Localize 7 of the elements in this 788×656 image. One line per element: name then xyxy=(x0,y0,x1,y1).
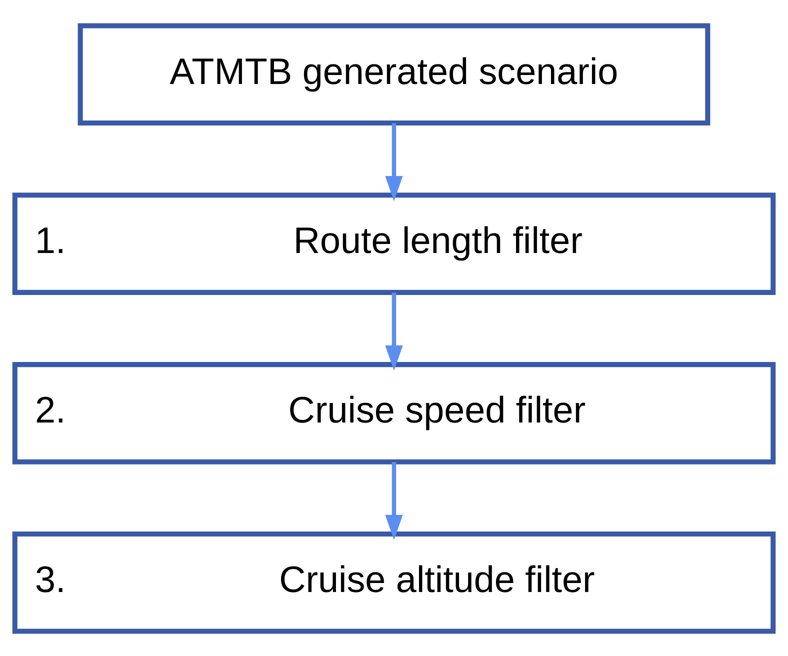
arrow xyxy=(385,292,403,370)
arrow xyxy=(385,462,403,540)
node-box: 2. Cruise speed filter xyxy=(12,362,776,464)
node-box: 1. Route length filter xyxy=(12,192,776,294)
node-box: 3. Cruise altitude filter xyxy=(12,530,776,634)
arrow xyxy=(385,122,403,201)
node-box: ATMTB generated scenario xyxy=(78,22,710,126)
